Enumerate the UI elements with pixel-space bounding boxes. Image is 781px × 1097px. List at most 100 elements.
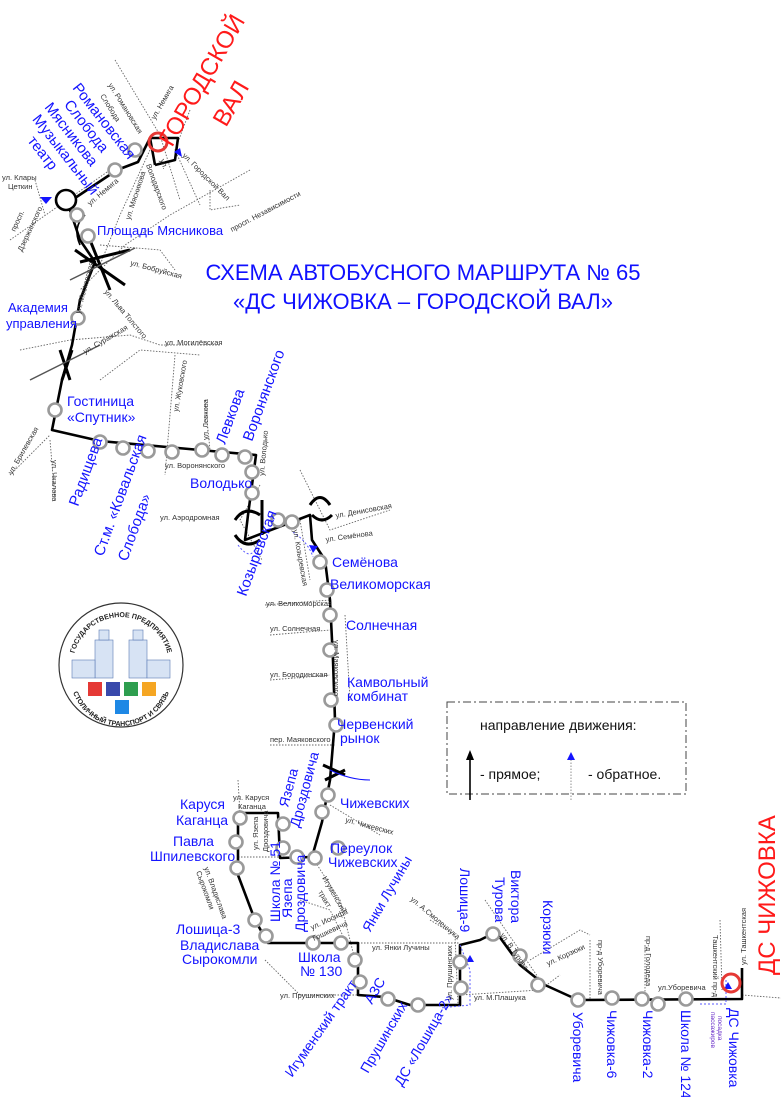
stop-marker [604, 990, 620, 1006]
street-label: ул. М.Плашука [474, 993, 527, 1002]
stop-marker [312, 554, 328, 570]
street-label: ул. Аэродромная [160, 513, 220, 522]
stop-label: Школа № 124 [678, 1010, 694, 1097]
stop-label: Солнечная [346, 617, 417, 633]
stop-label: Каганца [176, 812, 228, 828]
street-label: просп. Независимости [229, 189, 302, 234]
street-label: ул. Городской Вал [181, 151, 232, 202]
stop-label: Володько [190, 475, 252, 491]
title-line-1: СХЕМА АВТОБУСНОГО МАРШРУТА № 65 [206, 260, 641, 285]
stop-marker [307, 850, 323, 866]
street-label: ул. Денисовская [335, 501, 393, 520]
street-label: ул. Язепа [251, 816, 260, 850]
street-label: ул. Воронянского [165, 461, 225, 470]
stop-label: Лошица-9 [457, 868, 473, 932]
transport-mode-tile-icon [124, 682, 138, 696]
stop-marker [322, 642, 338, 658]
transport-mode-tile-icon [115, 700, 129, 714]
stop-marker [380, 991, 396, 1007]
stop-marker [140, 443, 156, 459]
stop-marker [258, 928, 274, 944]
stop-label: Сырокомли [182, 951, 257, 967]
stop-marker [333, 935, 349, 951]
stop-marker [328, 717, 344, 733]
return-direction-arrows [40, 148, 732, 1009]
stop-label: Лошица-3 [176, 921, 240, 937]
stop-marker [453, 980, 469, 996]
stop-marker [323, 692, 339, 708]
street-label: пр-д Уборевича [596, 940, 605, 996]
transport-mode-tile-icon [88, 682, 102, 696]
stop-marker [319, 582, 335, 598]
stop-label: Чижевских [340, 795, 410, 811]
street-label: ул. Могилёвская [165, 338, 222, 347]
stop-marker [92, 434, 108, 450]
stop-label: Великоморская [330, 576, 431, 592]
street-label: ул. Ташкентская [739, 908, 748, 965]
street-label: Дроздовича [261, 810, 270, 852]
street-label: Ташкентский пр-д [711, 935, 720, 998]
route-line [50, 136, 744, 1007]
stop-label: Семёнова [332, 554, 398, 570]
street-label: ул. Козыревская [291, 529, 310, 587]
stop-label: Уборевича [570, 1012, 586, 1083]
stop-label: Чижовка-6 [604, 1010, 620, 1079]
stop-marker [69, 207, 85, 223]
street-label: ул.Уборевича [658, 983, 707, 992]
street-label: просп. [9, 209, 27, 233]
stop-marker [322, 607, 338, 623]
stop-marker [485, 926, 501, 942]
street-label: ул. Клары [2, 173, 37, 182]
stop-marker [352, 974, 368, 990]
boarding-note: пассажиров [709, 1012, 716, 1048]
boarding-note: посадка [716, 1016, 723, 1041]
stop-marker [244, 464, 260, 480]
stop-label: № 130 [300, 963, 342, 979]
stop-marker [232, 810, 248, 826]
stop-marker [194, 442, 210, 458]
stop-label: Дроздовича [292, 854, 308, 932]
stop-marker [107, 162, 123, 178]
stop-label: Академия [8, 300, 68, 315]
stop-label: ДС Чижовка [726, 1008, 742, 1088]
street-label: ул. Солнечная [270, 624, 320, 633]
street-lines [9, 59, 781, 1006]
street-label: ул. [158, 158, 170, 171]
street-label: ул. Прушинских [445, 945, 454, 1000]
company-logo: ГОСУДАРСТВЕННОЕ ПРЕДПРИЯТИЕ СТОЛИЧНЫЙ ТР… [58, 602, 184, 728]
street-label: Володарского [144, 163, 169, 211]
street-label: ул. Бородинская [270, 670, 328, 679]
stop-marker [284, 514, 300, 530]
stop-label: Переулок [330, 840, 393, 856]
street-label: ул. Московская [73, 261, 95, 315]
stop-marker [275, 840, 291, 856]
street-label: ул. Брилевская [6, 425, 40, 476]
stop-label: комбинат [347, 688, 409, 704]
street-label: Цеткин [8, 182, 33, 191]
stop-marker [127, 142, 143, 158]
stop-marker [678, 991, 694, 1007]
arrow-return-icon [40, 197, 52, 204]
legend-heading: направление движения: [480, 717, 637, 733]
street-label: ул. Володько [257, 430, 270, 476]
terminal-north-marker [147, 131, 169, 153]
street-label: ул. Прушинских [280, 991, 335, 1000]
stop-label: Шпилевского [150, 848, 235, 864]
stop-marker [275, 816, 291, 832]
stop-marker [247, 912, 263, 928]
transport-mode-tile-icon [142, 682, 156, 696]
stop-markers [47, 142, 694, 1013]
stop-label: рынок [340, 730, 380, 746]
stop-marker [410, 997, 426, 1013]
street-label: пр-д Голодеда [644, 936, 653, 987]
street-label: ул. Семёнова [325, 528, 374, 544]
street-label: ул. Великоморская [266, 599, 332, 608]
stop-label: Школа № 51 [267, 841, 283, 922]
title-line-2: «ДС ЧИЖОВКА – ГОРОДСКОЙ ВАЛ» [233, 289, 613, 314]
stop-marker [228, 834, 244, 850]
stop-label: Гостиница [67, 393, 134, 409]
stop-marker [314, 804, 330, 820]
street-label: ул. Суражская [82, 323, 130, 356]
stop-label: Червенский [337, 716, 413, 732]
transport-mode-tile-icon [106, 682, 120, 696]
